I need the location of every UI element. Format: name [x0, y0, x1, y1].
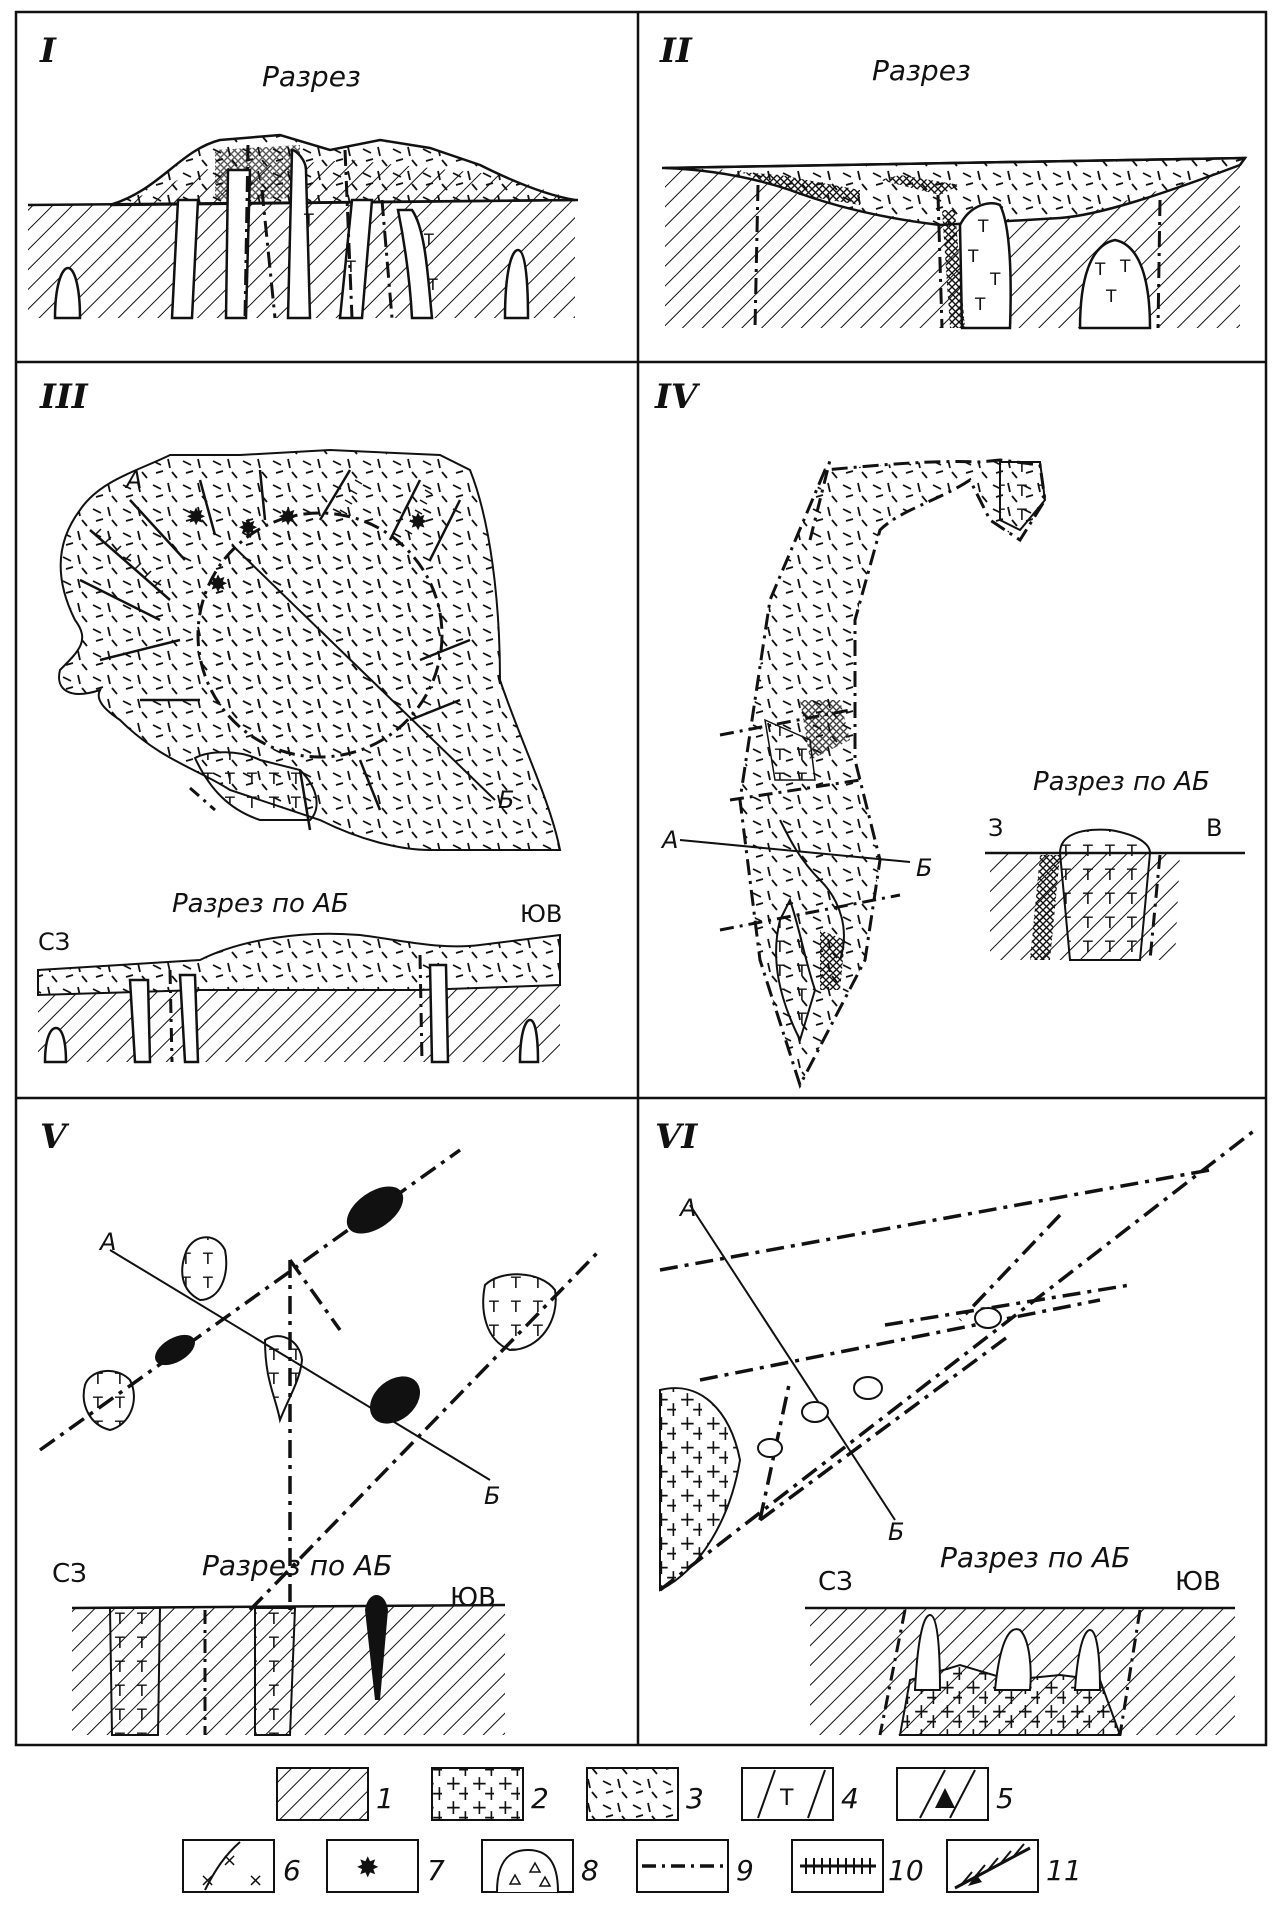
legend-item-1-num: 1	[376, 1782, 394, 1815]
svg-text:✸: ✸	[408, 508, 428, 536]
legend-item-2: 2	[431, 1767, 549, 1821]
legend-item-8: 8	[481, 1839, 599, 1893]
panel-1-volcanic-cover	[109, 133, 576, 207]
legend: 1 2 3 T 4 5 × × ×	[182, 1767, 1082, 1893]
panel-3-right-dir: ЮВ	[520, 900, 562, 928]
panel-3-left-dir: СЗ	[38, 928, 70, 956]
panel-6: VI А Б Разрез по АБ СЗ ЮВ	[655, 1117, 1257, 1736]
legend-item-4: T 4	[741, 1767, 859, 1821]
legend-item-7: ✸ 7	[326, 1839, 445, 1893]
panel-4-point-a: А	[660, 826, 678, 854]
svg-text:✸: ✸	[186, 503, 206, 531]
svg-text:T: T	[989, 270, 1001, 290]
panel-6-label: VI	[655, 1117, 698, 1157]
svg-text:T: T	[779, 1786, 794, 1811]
legend-item-3: 3	[586, 1767, 704, 1821]
panel-3-point-a: А	[124, 466, 142, 494]
svg-text:✸: ✸	[278, 503, 298, 531]
svg-text:T: T	[303, 210, 314, 229]
legend-item-6-num: 6	[283, 1854, 301, 1887]
legend-item-6: × × × 6	[182, 1839, 301, 1893]
legend-item-9-num: 9	[736, 1854, 754, 1887]
legend-item-11: 11	[946, 1839, 1082, 1893]
panel-4-section-caption: Разрез по АБ	[1033, 767, 1210, 797]
panel-5-black-bodies	[155, 1186, 421, 1424]
panel-1-caption: Разрез	[262, 60, 361, 93]
panel-2-label: II	[659, 31, 693, 71]
panel-3-point-b: Б	[498, 786, 514, 814]
svg-text:T: T	[967, 247, 979, 267]
legend-item-3-num: 3	[686, 1782, 704, 1815]
legend-item-5: 5	[896, 1767, 1014, 1821]
legend-item-9: 9	[636, 1839, 754, 1893]
panel-5-point-b: Б	[484, 1482, 500, 1510]
svg-text:T: T	[1105, 287, 1117, 307]
svg-text:T: T	[1094, 260, 1106, 280]
panel-2-caldera-fill	[664, 156, 1248, 227]
panel-6-granite	[659, 1387, 742, 1592]
panel-5: V А Б Разрез по АБ СЗ ЮВ	[38, 1117, 602, 1736]
svg-text:T: T	[423, 230, 434, 249]
panel-5-left-dir: СЗ	[52, 1559, 87, 1589]
panel-5-section-caption: Разрез по АБ	[202, 1549, 392, 1582]
svg-text:✸: ✸	[208, 570, 228, 598]
panel-4: IV А Б Разрез по АБ З В	[654, 377, 1245, 1089]
panel-3-section-basement	[38, 985, 560, 1062]
panel-5-label: V	[40, 1117, 70, 1157]
svg-text:✸: ✸	[238, 514, 258, 542]
legend-item-7-num: 7	[427, 1854, 445, 1887]
panel-4-point-b: Б	[916, 854, 932, 882]
legend-item-2-num: 2	[531, 1782, 549, 1815]
panel-3-comb-dikes	[79, 469, 471, 831]
panel-4-left-dir: З	[988, 814, 1003, 842]
panel-1-label: I	[39, 31, 57, 71]
svg-text:T: T	[974, 295, 986, 315]
legend-item-10-num: 10	[888, 1854, 924, 1887]
svg-text:×: ×	[222, 1850, 237, 1871]
panel-4-label: IV	[654, 377, 701, 417]
legend-item-1: 1	[276, 1767, 394, 1821]
panel-3-section-cover	[37, 932, 561, 997]
panel-6-right-dir: ЮВ	[1175, 1567, 1221, 1597]
panel-6-left-dir: СЗ	[818, 1567, 853, 1597]
panel-4-right-dir: В	[1206, 814, 1222, 842]
legend-item-11-num: 11	[1046, 1854, 1082, 1887]
panel-3-t-body	[193, 751, 318, 821]
panel-5-t-bodies	[82, 1236, 557, 1432]
legend-item-8-num: 8	[581, 1854, 599, 1887]
svg-text:×: ×	[200, 1870, 215, 1891]
panel-6-section-caption: Разрез по АБ	[940, 1541, 1130, 1574]
svg-text:T: T	[1119, 257, 1131, 277]
panel-3-caldera	[196, 511, 444, 759]
panel-4-dike-zone	[738, 458, 1047, 1089]
svg-text:T: T	[427, 275, 438, 294]
panel-5-point-a: А	[98, 1228, 116, 1256]
panel-2-intrusions	[958, 201, 1152, 330]
panel-6-point-a: А	[678, 1194, 696, 1222]
panel-3: III А Б ✸ ✸ ✸ ✸ ✸ Разрез по АБ СЗ ЮВ	[37, 377, 562, 1064]
panel-6-point-b: Б	[888, 1518, 904, 1546]
legend-item-4-num: 4	[841, 1782, 859, 1815]
legend-item-5-num: 5	[996, 1782, 1014, 1815]
panel-frames	[14, 10, 1268, 1747]
panel-4-cap	[999, 461, 1047, 532]
svg-text:✸: ✸	[356, 1851, 379, 1884]
panel-1-dikes	[53, 148, 530, 320]
svg-text:T: T	[977, 217, 989, 237]
svg-text:×: ×	[248, 1870, 263, 1891]
panel-3-section-caption: Разрез по АБ	[172, 889, 349, 919]
legend-item-10: 10	[791, 1839, 924, 1893]
panel-3-label: III	[39, 377, 89, 417]
panel-2-caption: Разрез	[872, 54, 971, 87]
panel-3-stars: ✸ ✸ ✸ ✸ ✸	[186, 503, 428, 598]
